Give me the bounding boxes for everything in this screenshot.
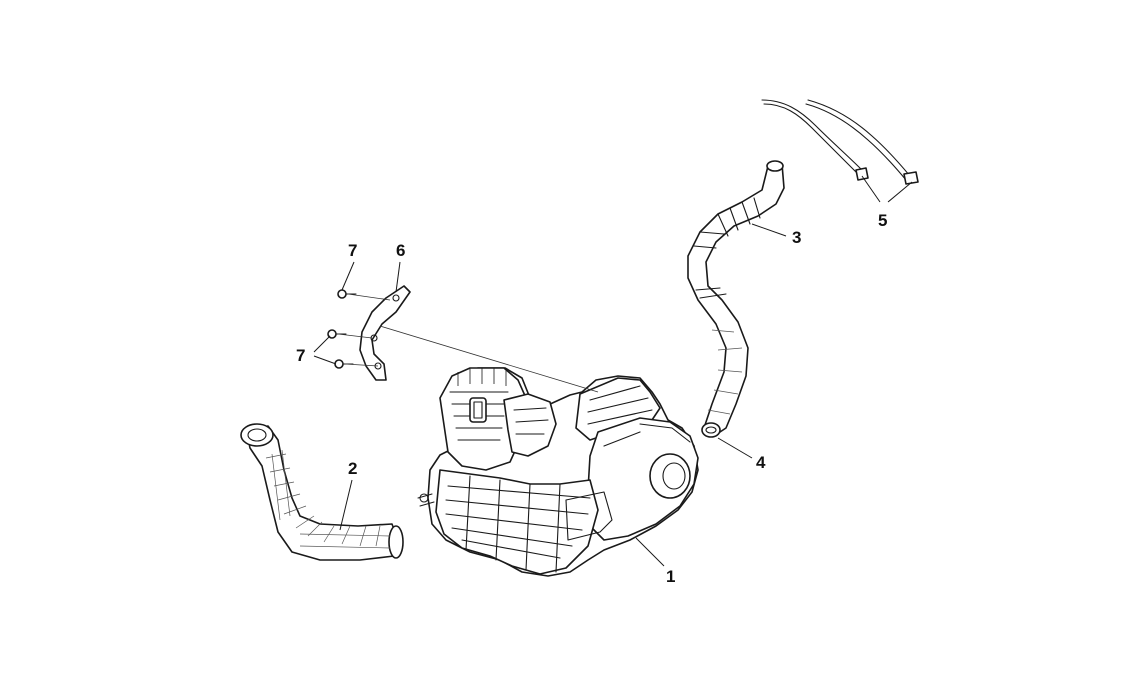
engine-assembly-icon <box>417 367 699 577</box>
callout-5: 5 <box>878 211 887 230</box>
hose-clamp-icon <box>701 422 721 438</box>
assembly-lines <box>337 293 599 393</box>
bolt-icon <box>327 289 357 369</box>
breather-hose-icon <box>687 160 785 438</box>
callout-labels: 1 2 3 4 5 6 7 7 <box>296 211 887 586</box>
callout-4: 4 <box>756 453 766 472</box>
callout-2: 2 <box>348 459 357 478</box>
callout-3: 3 <box>792 228 801 247</box>
callout-7-left: 7 <box>296 346 305 365</box>
callout-6: 6 <box>396 241 405 260</box>
leader-lines <box>313 175 913 567</box>
callout-7-top: 7 <box>348 241 357 260</box>
intake-duct-icon <box>240 423 404 561</box>
callout-1: 1 <box>666 567 675 586</box>
cable-tie-icon <box>761 99 919 185</box>
